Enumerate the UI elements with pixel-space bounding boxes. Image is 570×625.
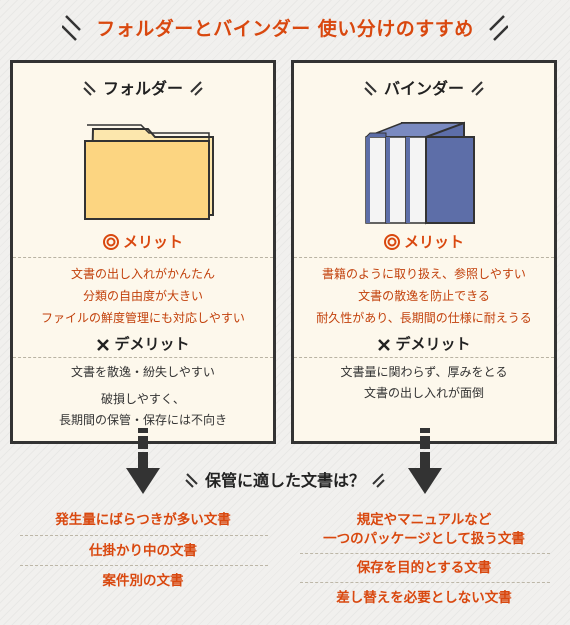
folder-heading: フォルダー (13, 77, 273, 101)
list-item: 文書量に関わらず、厚みをとる (340, 365, 508, 379)
spark-icon (189, 81, 203, 96)
binder-illustration (365, 121, 475, 225)
folder-heading-label: フォルダー (102, 79, 183, 98)
spark-icon (185, 473, 199, 488)
spark-icon (83, 81, 97, 96)
question-heading: 保管に適した文書は？ (150, 468, 420, 494)
binder-demerit-list: 文書量に関わらず、厚みをとる 文書の出し入れが面倒 (294, 362, 554, 404)
folder-demerit-heading: デメリット (13, 333, 273, 355)
divider (13, 357, 273, 358)
list-item: 書籍のように取り扱え、参照しやすい (322, 267, 526, 281)
divider (20, 565, 268, 566)
double-circle-icon (383, 234, 400, 250)
folder-merit-heading: メリット (13, 231, 273, 253)
divider (300, 553, 550, 554)
binder-doc-item: 差し替えを必要としない文書 (336, 590, 512, 606)
spark-icon (470, 81, 484, 96)
divider (294, 257, 554, 258)
double-circle-icon (102, 234, 119, 250)
binder-heading: バインダー (294, 77, 554, 101)
list-item: 文書の出し入れが面倒 (363, 386, 484, 400)
divider (300, 582, 550, 583)
page-title: フォルダーとバインダー 使い分けのすすめ (96, 18, 474, 40)
folder-panel: フォルダー メリット 文書の出し入れがかんたん 分類の自由度が大きい ファイルの… (10, 60, 276, 444)
question-label: 保管に適した文書は？ (204, 471, 365, 490)
binder-heading-label: バインダー (383, 79, 464, 98)
list-item: ファイルの鮮度管理にも対応しやすい (41, 311, 245, 325)
list-item: 長期間の保管・保存には不向き (58, 413, 227, 427)
folder-illustration (84, 124, 214, 220)
binder-merit-list: 書籍のように取り扱え、参照しやすい 文書の散逸を防止できる 耐久性があり、長期間… (294, 263, 554, 329)
list-item: 耐久性があり、長期間の仕様に耐えうる (316, 311, 532, 325)
divider (294, 357, 554, 358)
binder-merit-heading: メリット (294, 231, 554, 253)
binder-down-arrow (408, 428, 442, 494)
list-item: 分類の自由度が大きい (82, 289, 203, 303)
title-left-spark (62, 15, 81, 41)
folder-doc-item: 仕掛かり中の文書 (89, 543, 197, 559)
list-item: 文書の出し入れがかんたん (70, 267, 215, 281)
cross-icon (378, 339, 391, 351)
list-item: 文書の散逸を防止できる (358, 289, 490, 303)
title-right-spark (489, 15, 508, 41)
binder-doc-item: 一つのパッケージとして扱う文書 (323, 531, 525, 547)
divider (20, 535, 268, 536)
binder-doc-item: 保存を目的とする文書 (356, 560, 492, 576)
folder-doc-item: 案件別の文書 (102, 573, 184, 589)
list-item: 破損しやすく、 (101, 392, 185, 406)
spark-icon (371, 473, 385, 488)
cross-icon (97, 339, 110, 351)
list-item: 文書を散逸・紛失しやすい (71, 365, 215, 379)
binder-demerit-heading: デメリット (294, 333, 554, 355)
folder-doc-item: 発生量にばらつきが多い文書 (55, 512, 231, 528)
folder-demerit-list: 文書を散逸・紛失しやすい 破損しやすく、 長期間の保管・保存には不向き (13, 362, 273, 431)
binder-doc-item: 規定やマニュアルなど (356, 512, 492, 528)
spark-icon (364, 81, 378, 96)
folder-down-arrow (126, 428, 160, 494)
divider (13, 257, 273, 258)
folder-merit-list: 文書の出し入れがかんたん 分類の自由度が大きい ファイルの鮮度管理にも対応しやす… (13, 263, 273, 329)
binder-panel: バインダー メリット 書籍のように取り扱え、参照しやすい 文書の散逸を防止できる… (291, 60, 557, 444)
